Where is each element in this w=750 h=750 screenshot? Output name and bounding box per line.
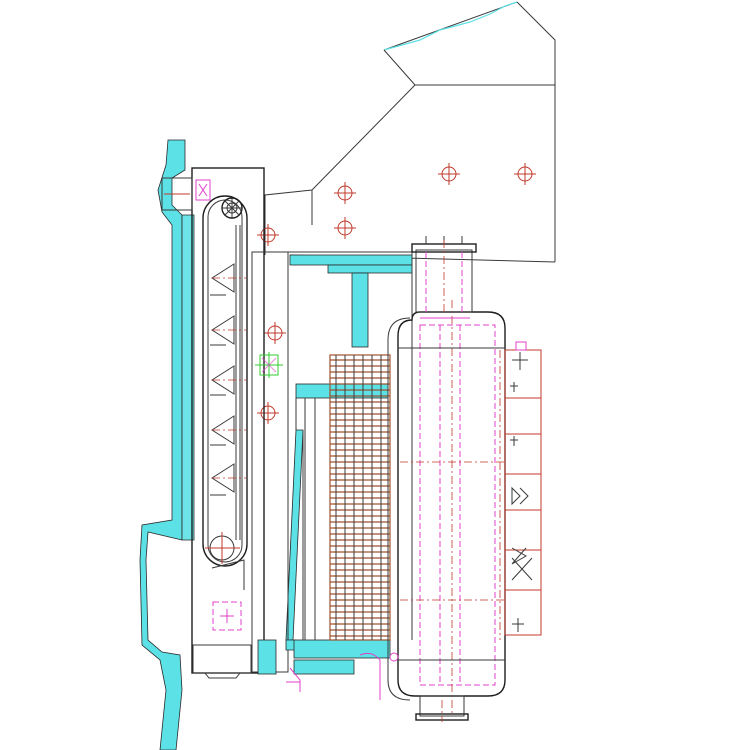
flue-hopper-structure: [264, 1, 556, 263]
boiler-drum: [387, 300, 506, 715]
foundation-brickwork: [139, 139, 195, 750]
bottom-outlet-nozzle: [286, 652, 469, 722]
convection-tube-bank: [329, 354, 391, 641]
target-6: [264, 322, 286, 344]
target-1: [334, 182, 356, 204]
target-5: [257, 224, 279, 246]
target-2: [334, 217, 356, 239]
target-3: [438, 163, 460, 185]
target-7: [257, 402, 279, 424]
economizer-sections: [499, 341, 542, 640]
chain-grate-stoker: [161, 167, 265, 679]
header-fittings: [510, 341, 533, 632]
target-4: [514, 163, 536, 185]
steam-outlet-nozzle: [411, 236, 477, 313]
centerline-targets: [257, 163, 536, 424]
front-wall-section: [251, 251, 289, 675]
grate-zone-hoppers: [210, 263, 246, 496]
